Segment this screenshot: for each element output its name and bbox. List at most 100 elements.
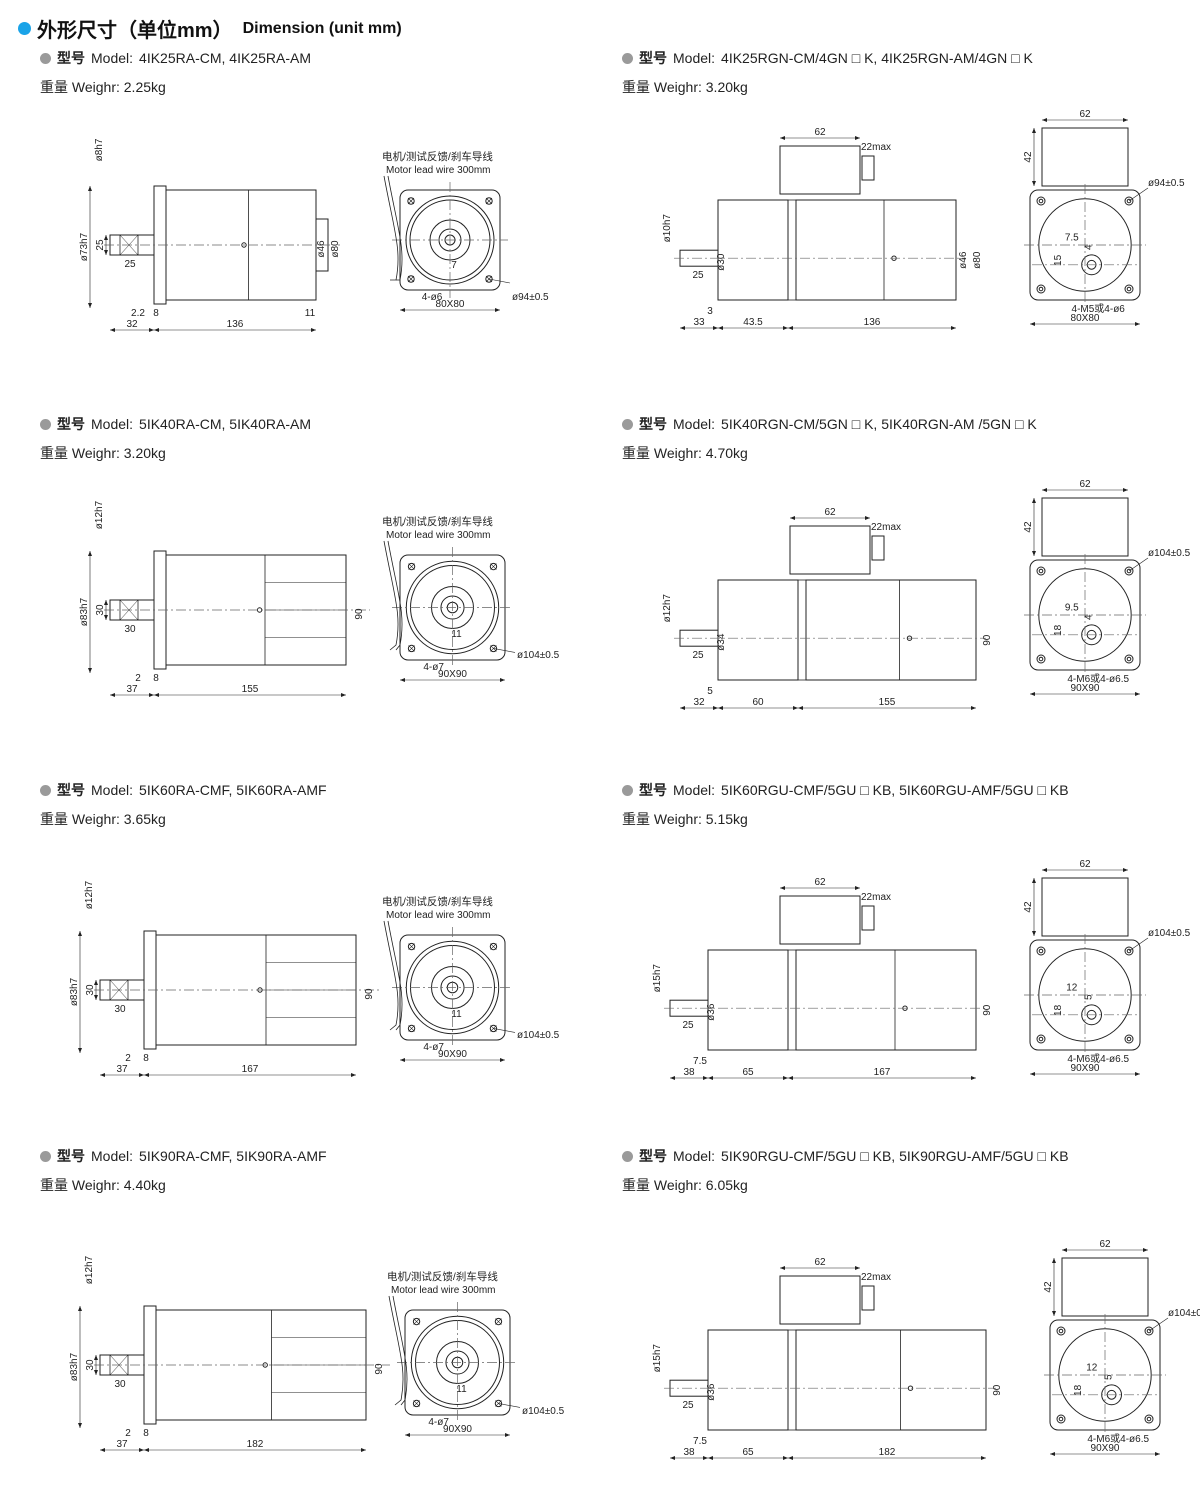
dimension-label: 11: [305, 308, 316, 319]
title-en: Dimension (unit mm): [242, 19, 402, 37]
dimension-label: 7.5: [693, 1436, 707, 1447]
dimension-label: 11: [451, 629, 462, 640]
model-name: 5IK40RGN-CM/5GN □ K, 5IK40RGN-AM /5GN □ …: [721, 416, 1037, 432]
dimension-label: ø94±0.5: [512, 292, 549, 303]
dimension-label: ø80: [330, 240, 341, 258]
dimension-label: 8: [153, 308, 159, 319]
arrow-mark: [1030, 1072, 1035, 1076]
bullet-icon: [622, 1150, 633, 1162]
outline-circle: [1038, 948, 1044, 954]
arrow-mark: [1123, 868, 1128, 872]
dimension-label: 4: [1084, 614, 1095, 620]
outline-circle: [494, 1399, 503, 1408]
outline-line: [408, 563, 415, 570]
arrow-mark: [780, 136, 785, 140]
dimension-label: 电机/测试反馈/刹车导线: [382, 515, 493, 528]
arrow-mark: [713, 706, 718, 710]
dimension-label: 4-ø7: [428, 1417, 449, 1428]
arrow-mark: [1135, 1072, 1140, 1076]
outline-circle: [1036, 1034, 1046, 1044]
outline-line: [490, 563, 497, 570]
outline-circle: [1036, 196, 1046, 206]
arrow-mark: [144, 1073, 149, 1077]
outline-rect: [795, 1329, 987, 1431]
outline-circle: [1038, 656, 1044, 662]
outline-rect: [779, 1275, 861, 1325]
dimension-label: 62: [1079, 859, 1091, 870]
arrow-mark: [713, 326, 718, 330]
lead-wire: [392, 1295, 408, 1406]
arrow-mark: [500, 1058, 505, 1062]
dimension-label: 30: [114, 1379, 126, 1390]
dimension-label: 38: [683, 1447, 695, 1458]
dimension-label: 25: [692, 650, 704, 661]
dimension-label: 90X90: [1071, 683, 1100, 694]
arrow-mark: [149, 328, 154, 332]
dimension-label: 7.5: [1065, 233, 1079, 244]
dimension-label: 30: [114, 1004, 126, 1015]
outline-line: [498, 1403, 521, 1408]
dimension-label: 62: [814, 1257, 826, 1268]
dimension-label: ø8h7: [94, 138, 105, 161]
outline-rect: [1041, 877, 1129, 937]
outline-line: [408, 943, 415, 950]
arrow-mark: [788, 1456, 793, 1460]
dimension-label: 42: [1023, 521, 1034, 533]
dimension-label: 4-ø7: [423, 662, 444, 673]
dimension-label: 60: [752, 697, 764, 708]
dimension-label: ø104±0.5: [522, 1406, 565, 1417]
outline-circle: [407, 1024, 416, 1033]
arrow-mark: [311, 328, 316, 332]
dimension-label: 18: [1053, 1004, 1064, 1016]
dimension-label: 18: [1073, 1384, 1084, 1396]
dimension-label: ø15h7: [652, 964, 663, 993]
arrow-mark: [1030, 692, 1035, 696]
arrow-mark: [798, 706, 803, 710]
dimension-label: 62: [814, 877, 826, 888]
model-name: 5IK40RA-CM, 5IK40RA-AM: [139, 416, 311, 432]
bullet-icon: [40, 418, 51, 430]
outline-circle: [1126, 198, 1132, 204]
dimension-label: ø80: [972, 251, 983, 269]
dimension-label: ø12h7: [662, 594, 673, 623]
dimension-label: Motor lead wire 300mm: [386, 910, 490, 921]
arrow-mark: [78, 1423, 82, 1428]
outline-circle: [412, 1317, 421, 1326]
outline-circle: [241, 242, 247, 248]
outline-circle: [1126, 948, 1132, 954]
outline-rect: [861, 155, 875, 181]
arrow-mark: [144, 1448, 149, 1452]
weight-line: 重量 Weighr: 3.65kg: [40, 811, 166, 827]
outline-rect: [707, 1329, 789, 1431]
dimension-label: 155: [242, 684, 259, 695]
outline-circle: [1144, 1326, 1154, 1336]
dimension-label: 43.5: [743, 317, 763, 328]
arrow-mark: [400, 308, 405, 312]
lead-wire: [387, 920, 403, 1031]
outline-circle: [1056, 1326, 1066, 1336]
arrow-mark: [94, 1370, 98, 1375]
arrow-mark: [505, 1433, 510, 1437]
dimension-label: 25: [692, 270, 704, 281]
dimension-label: 65: [742, 1447, 754, 1458]
arrow-mark: [708, 1076, 713, 1080]
dimension-label: ø12h7: [84, 880, 95, 909]
dimension-label: 62: [814, 127, 826, 138]
arrow-mark: [1042, 118, 1047, 122]
dimension-label: 90: [364, 988, 375, 1000]
arrow-mark: [1135, 322, 1140, 326]
outline-rect: [1041, 497, 1129, 557]
arrow-mark: [351, 1073, 356, 1077]
dimension-label: ø73h7: [79, 232, 90, 261]
outline-line: [408, 645, 415, 652]
arrow-mark: [110, 693, 115, 697]
arrow-mark: [1052, 1311, 1056, 1316]
arrow-mark: [495, 308, 500, 312]
outline-circle: [407, 562, 416, 571]
outline-circle: [1036, 946, 1046, 956]
arrow-mark: [149, 693, 154, 697]
bullet-icon: [622, 784, 633, 796]
arrow-mark: [1032, 878, 1036, 883]
dimension-label: 22max: [861, 1272, 891, 1283]
